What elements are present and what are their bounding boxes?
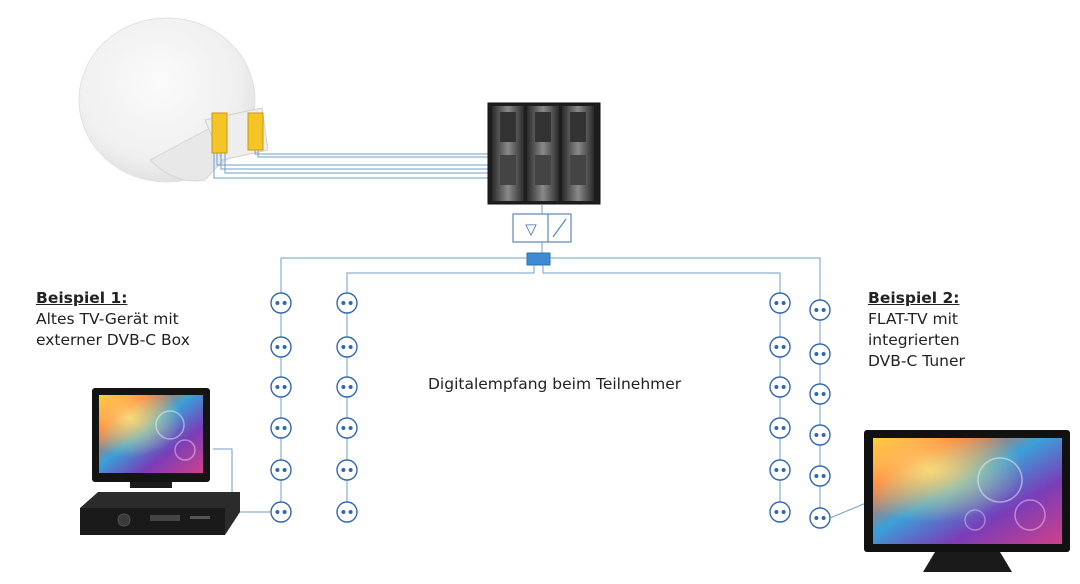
antenna-socket-icon [769, 292, 791, 314]
antenna-socket-icon [769, 417, 791, 439]
antenna-socket-icon [809, 465, 831, 487]
antenna-socket-icon [270, 336, 292, 358]
antenna-socket-icon [769, 336, 791, 358]
antenna-socket-icon [336, 376, 358, 398]
example-1-title: Beispiel 1: [36, 289, 128, 307]
lnb-icon [247, 112, 264, 151]
example-2-title: Beispiel 2: [868, 289, 960, 307]
antenna-socket-icon [769, 459, 791, 481]
antenna-socket-icon [769, 376, 791, 398]
crt-tv-icon [92, 388, 210, 488]
antenna-socket-icon [809, 383, 831, 405]
amplifier-icon: ▽ [512, 213, 572, 243]
lnb-cables [213, 150, 490, 179]
antenna-socket-icon [270, 376, 292, 398]
example-2-label: Beispiel 2: FLAT-TV mit integrierten DVB… [868, 288, 965, 372]
antenna-socket-icon [270, 292, 292, 314]
antenna-socket-icon [336, 417, 358, 439]
example-1-line-2: externer DVB-C Box [36, 331, 190, 349]
antenna-socket-icon [336, 336, 358, 358]
example-1-line-1: Altes TV-Gerät mit [36, 310, 179, 328]
tv2-cable [829, 502, 867, 519]
set-top-box-icon [80, 492, 240, 535]
antenna-socket-icon [809, 424, 831, 446]
example-1-label: Beispiel 1: Altes TV-Gerät mit externer … [36, 288, 190, 351]
headend-rack-icon [487, 102, 601, 205]
center-label: Digitalempfang beim Teilnehmer [428, 375, 682, 393]
amplifier-symbol: ▽ [525, 220, 537, 238]
lnb-icon [211, 112, 228, 154]
example-2-line-3: DVB-C Tuner [868, 352, 965, 370]
antenna-socket-icon [270, 501, 292, 523]
splitter-icon [526, 252, 551, 266]
antenna-socket-icon [336, 292, 358, 314]
example-2-line-1: FLAT-TV mit [868, 310, 959, 328]
antenna-socket-icon [809, 343, 831, 365]
antenna-socket-icon [809, 299, 831, 321]
antenna-socket-icon [336, 459, 358, 481]
antenna-socket-icon [270, 459, 292, 481]
antenna-socket-icon [336, 501, 358, 523]
antenna-socket-icon [769, 501, 791, 523]
antenna-socket-icon [270, 417, 292, 439]
example-2-line-2: integrierten [868, 331, 960, 349]
satellite-dish-icon [78, 17, 269, 183]
antenna-socket-icon [809, 507, 831, 529]
flat-tv-icon [864, 430, 1070, 572]
